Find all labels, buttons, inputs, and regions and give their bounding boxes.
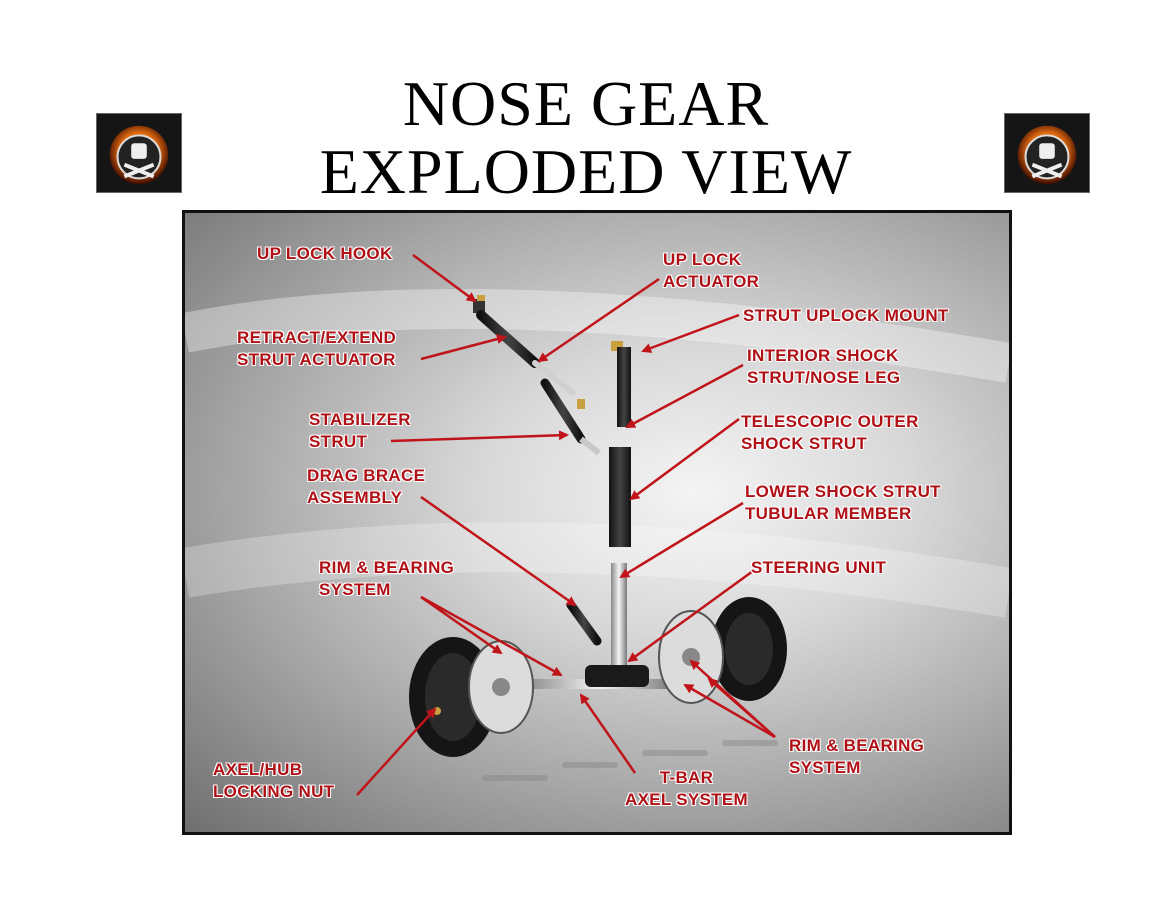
label-lower-shock-strut: LOWER SHOCK STRUT TUBULAR MEMBER [745,482,941,523]
drag-brace-assembly [566,600,602,646]
label-up-lock-hook: UP LOCK HOOK [257,244,393,263]
steering-unit [585,665,649,687]
label-rim-bearing-right: RIM & BEARING SYSTEM [789,736,925,777]
exploded-view-panel: UP LOCK HOOK UP LOCK ACTUATOR STRUT UPLO… [182,210,1012,835]
page-title-line-2: EXPLODED VIEW [319,136,853,207]
label-telescopic-outer-shock-strut: TELESCOPIC OUTER SHOCK STRUT [741,412,919,453]
label-rim-bearing-left: RIM & BEARING SYSTEM [319,558,455,599]
left-wheel [409,637,534,757]
label-up-lock-actuator: UP LOCK ACTUATOR [663,250,760,291]
label-steering-unit: STEERING UNIT [751,558,887,577]
lower-shock-strut-tubular [611,563,627,667]
stabilizer-strut [540,378,586,444]
right-wheel [658,597,787,704]
label-retract-extend-actuator: RETRACT/EXTEND STRUT ACTUATOR [237,328,397,369]
label-stabilizer-strut: STABILIZER STRUT [309,410,411,451]
label-drag-brace-assembly: DRAG BRACE ASSEMBLY [307,466,426,507]
page-title-line-1: NOSE GEAR [402,68,770,139]
interior-shock-strut [617,347,631,427]
nose-gear-illustration [185,253,1009,796]
label-axel-hub-locking-nut: AXEL/HUB LOCKING NUT [213,760,335,801]
label-strut-uplock-mount: STRUT UPLOCK MOUNT [743,306,949,325]
retract-extend-actuator [476,310,540,368]
label-t-bar-axel-system: T-BAR AXEL SYSTEM [625,768,748,809]
callout-arrows [356,253,776,796]
bulldog-emblem-icon [96,113,182,193]
telescopic-outer-shock-strut [609,447,631,547]
up-lock-hook [473,295,485,313]
bulldog-emblem-icon [1004,113,1090,193]
label-interior-shock-strut: INTERIOR SHOCK STRUT/NOSE LEG [747,346,901,387]
